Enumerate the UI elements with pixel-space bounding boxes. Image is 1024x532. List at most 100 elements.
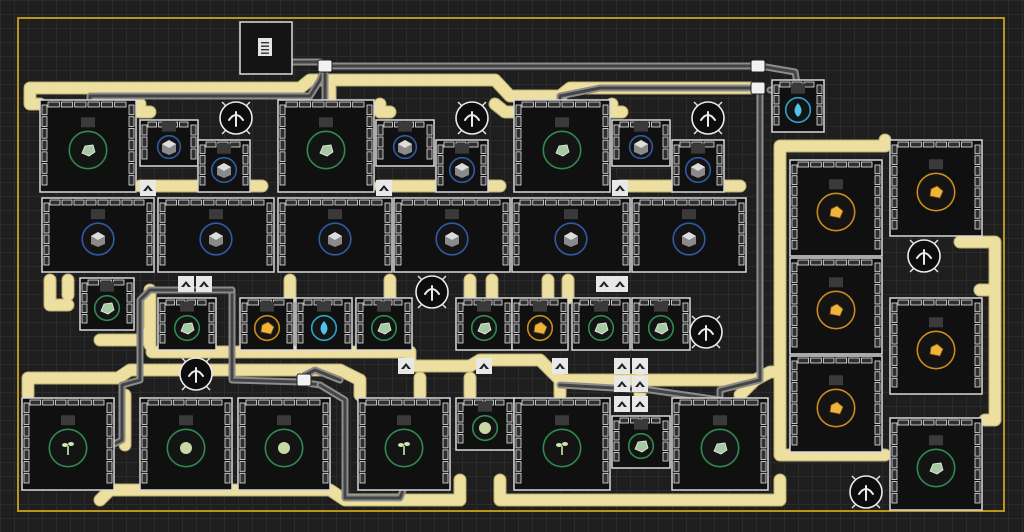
machine-pump[interactable]	[772, 80, 824, 132]
conveyor-belt[interactable]	[960, 242, 995, 290]
machine-press[interactable]	[356, 298, 412, 350]
machine-smelter[interactable]	[514, 100, 610, 192]
distribution-hub[interactable]	[690, 316, 722, 348]
machine-press[interactable]	[198, 140, 250, 192]
port-slot	[134, 200, 144, 205]
machine-farm[interactable]	[514, 398, 610, 490]
distribution-hub[interactable]	[908, 240, 940, 272]
machine-press[interactable]	[436, 140, 488, 192]
machine-assembler[interactable]	[512, 198, 630, 272]
pipe-junction[interactable]	[297, 374, 311, 386]
distribution-hub[interactable]	[456, 102, 488, 134]
machine-press[interactable]	[240, 298, 294, 350]
conveyor-belt[interactable]	[140, 104, 150, 112]
port-slot	[402, 200, 413, 205]
distribution-hub[interactable]	[692, 102, 724, 134]
splitter-tile[interactable]	[612, 276, 628, 292]
port-slot	[892, 199, 897, 208]
splitter-tile[interactable]	[140, 180, 156, 196]
machine-assembler[interactable]	[394, 198, 510, 272]
machine-farm[interactable]	[22, 398, 114, 490]
splitter-tile[interactable]	[632, 376, 648, 392]
machine-refinery[interactable]	[890, 298, 982, 394]
port-slot	[717, 177, 722, 186]
port-slot	[113, 280, 124, 285]
splitter-tile[interactable]	[376, 180, 392, 196]
splitter-tile[interactable]	[596, 276, 612, 292]
machine-press[interactable]	[140, 120, 198, 166]
machine-press[interactable]	[672, 398, 768, 490]
splitter-tile[interactable]	[632, 396, 648, 412]
machine-press[interactable]	[376, 120, 434, 166]
splitter-tile[interactable]	[178, 276, 194, 292]
conveyor-belt[interactable]	[30, 100, 40, 104]
machine-pump[interactable]	[296, 298, 352, 350]
port-slot	[603, 164, 608, 174]
splitter-tile[interactable]	[614, 396, 630, 412]
machine-press[interactable]	[80, 278, 134, 330]
splitter-tile[interactable]	[632, 358, 648, 374]
port-slot	[614, 442, 619, 451]
port-slot	[367, 164, 372, 174]
conveyor-belt[interactable]	[612, 104, 622, 112]
port-slot	[792, 383, 797, 392]
machine-grower[interactable]	[238, 398, 330, 490]
port-slot	[634, 335, 639, 344]
machine-press[interactable]	[158, 298, 216, 350]
splitter-tile[interactable]	[196, 276, 212, 292]
distribution-hub[interactable]	[180, 358, 212, 390]
machine-grower[interactable]	[456, 398, 514, 450]
pipe-junction[interactable]	[751, 82, 765, 94]
distribution-hub[interactable]	[220, 102, 252, 134]
machine-assembler[interactable]	[158, 198, 274, 272]
port-slot	[674, 415, 679, 425]
conveyor-belt[interactable]	[780, 146, 885, 160]
distribution-hub[interactable]	[416, 276, 448, 308]
conveyor-belt[interactable]	[380, 104, 390, 112]
splitter-tile[interactable]	[612, 180, 628, 196]
port-slot	[549, 400, 560, 405]
machine-refinery[interactable]	[790, 258, 882, 354]
port-slot	[304, 300, 312, 305]
machine-smelter[interactable]	[40, 100, 136, 192]
port-slot	[323, 450, 328, 460]
splitter-tile[interactable]	[614, 358, 630, 374]
machine-press[interactable]	[632, 298, 690, 350]
machine-press[interactable]	[890, 418, 982, 510]
storage-building[interactable]	[240, 22, 292, 74]
machine-assembler[interactable]	[632, 198, 746, 272]
conveyor-belt[interactable]	[495, 104, 515, 112]
machine-press[interactable]	[612, 120, 670, 166]
machine-press[interactable]	[456, 298, 512, 350]
machine-refinery[interactable]	[790, 356, 882, 452]
machine-press[interactable]	[512, 298, 568, 350]
splitter-tile[interactable]	[398, 358, 414, 374]
machine-smelter[interactable]	[278, 100, 374, 192]
machine-press[interactable]	[572, 298, 630, 350]
machine-press[interactable]	[672, 140, 724, 192]
port-slot	[875, 338, 880, 347]
conveyor-belt[interactable]	[410, 360, 540, 366]
splitter-tile[interactable]	[552, 358, 568, 374]
machine-assembler[interactable]	[42, 198, 154, 272]
machine-refinery[interactable]	[790, 160, 882, 256]
port-slot	[652, 418, 661, 423]
port-slot	[892, 470, 897, 480]
machine-grower[interactable]	[140, 398, 232, 490]
port-slot	[911, 420, 922, 425]
pipe-junction[interactable]	[751, 60, 765, 72]
machine-head	[319, 117, 333, 127]
port-slot	[817, 85, 822, 94]
machine-farm[interactable]	[358, 398, 450, 490]
machine-refinery[interactable]	[890, 140, 982, 236]
splitter-tile[interactable]	[614, 376, 630, 392]
splitter-tile[interactable]	[476, 358, 492, 374]
pipe-junction[interactable]	[318, 60, 332, 72]
distribution-hub[interactable]	[850, 476, 882, 508]
port-slot	[520, 300, 528, 305]
machine-assembler[interactable]	[278, 198, 392, 272]
port-slot	[792, 219, 797, 228]
machine-press[interactable]	[612, 416, 670, 468]
